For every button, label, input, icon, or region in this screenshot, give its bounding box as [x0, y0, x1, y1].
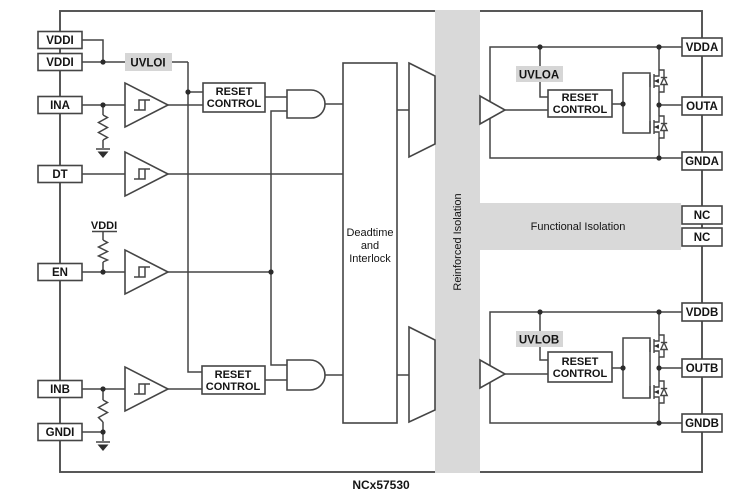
pin-label: INB — [50, 384, 70, 396]
pin-label: GNDB — [685, 418, 719, 430]
mosfet-low-side-a — [649, 115, 668, 139]
hysteresis-icon — [134, 266, 150, 278]
reset-control-line2: CONTROL — [206, 381, 261, 393]
isolation-transmitter-a — [408, 61, 436, 159]
hysteresis-icon — [134, 383, 150, 395]
mosfet-low-side-b — [649, 380, 668, 404]
uvloa-label: UVLOA — [516, 66, 563, 82]
pullup-supply-label: VDDI — [91, 220, 117, 232]
uvloa-text: UVLOA — [519, 70, 559, 82]
pin-label: NC — [694, 210, 711, 222]
reset-control-line1: RESET — [562, 356, 599, 368]
pin-gndb: GNDB — [681, 413, 723, 433]
reset-control-line2: CONTROL — [553, 104, 608, 116]
reset-control-line2: CONTROL — [553, 368, 608, 380]
ground-symbol-ina — [96, 148, 110, 158]
pin-label: GNDA — [685, 156, 719, 168]
pin-label: NC — [694, 232, 711, 244]
mosfet-high-side-a — [649, 69, 668, 93]
functional-isolation-rect — [480, 203, 681, 250]
primary-wires — [82, 39, 409, 441]
reinforced-isolation-label: Reinforced Isolation — [452, 193, 464, 290]
mosfet-high-side-b — [649, 334, 668, 358]
pin-label: DT — [52, 169, 67, 181]
reset-control-primary-b: RESET CONTROL — [201, 365, 266, 395]
reset-control-line2: CONTROL — [207, 98, 262, 110]
pin-label: VDDI — [46, 35, 73, 47]
part-number-label: NCx57530 — [352, 478, 410, 492]
pin-vddi-2: VDDI — [37, 52, 83, 72]
reset-control-secondary-b: RESET CONTROL — [547, 351, 613, 383]
receiver-buffer-a — [479, 94, 507, 126]
uvlob-label: UVLOB — [516, 331, 563, 347]
gate-drive-bus-a — [622, 72, 651, 134]
pin-label: VDDA — [686, 42, 719, 54]
functional-isolation-label: Functional Isolation — [531, 221, 626, 233]
schmitt-buffer-dt — [124, 150, 170, 198]
isolation-transmitter-b — [408, 325, 436, 424]
deadtime-label-line3: Interlock — [349, 253, 391, 265]
hysteresis-icon — [134, 168, 150, 180]
reset-control-line1: RESET — [216, 86, 253, 98]
deadtime-label-line1: Deadtime — [346, 227, 393, 239]
pullup-supply-reference: VDDI — [91, 220, 117, 233]
pin-nc-2: NC — [681, 227, 723, 247]
pin-dt: DT — [37, 164, 83, 184]
ground-symbol-gndi — [96, 441, 110, 451]
reset-control-line1: RESET — [562, 92, 599, 104]
reset-control-secondary-a: RESET CONTROL — [547, 89, 613, 118]
pin-label: INA — [50, 100, 70, 112]
pulldown-resistor-ina — [96, 114, 110, 141]
pin-label: OUTA — [686, 101, 718, 113]
pin-nc-1: NC — [681, 205, 723, 225]
pullup-resistor-en — [96, 239, 110, 263]
pin-outa: OUTA — [681, 96, 723, 116]
functional-isolation-bar: Functional Isolation — [480, 203, 681, 250]
pin-gndi: GNDI — [37, 422, 83, 442]
reset-control-primary-a: RESET CONTROL — [202, 82, 266, 113]
junction-dots — [100, 44, 662, 435]
schmitt-buffer-ina — [124, 81, 170, 129]
pin-label: GNDI — [46, 427, 75, 439]
pin-label: OUTB — [686, 363, 719, 375]
uvlob-text: UVLOB — [519, 335, 559, 347]
pulldown-resistor-inb — [96, 399, 110, 423]
pin-label: VDDB — [686, 307, 719, 319]
deadtime-interlock-block: Deadtime and Interlock — [342, 62, 398, 424]
uvloi-label: UVLOI — [125, 53, 172, 71]
and-gate-a — [286, 89, 326, 119]
pin-label: VDDI — [46, 57, 73, 69]
schmitt-buffer-inb — [124, 365, 170, 413]
reinforced-isolation-bar: Reinforced Isolation — [435, 10, 480, 473]
pin-inb: INB — [37, 379, 83, 399]
deadtime-label-line2: and — [361, 240, 379, 252]
pin-ina: INA — [37, 95, 83, 115]
reset-control-line1: RESET — [215, 369, 252, 381]
receiver-buffer-b — [479, 358, 507, 390]
pin-gnda: GNDA — [681, 151, 723, 171]
reinforced-isolation-rect — [435, 10, 480, 473]
and-gate-b — [286, 359, 326, 391]
hysteresis-icon — [134, 99, 150, 111]
pin-vddi-1: VDDI — [37, 30, 83, 50]
uvloi-text: UVLOI — [130, 58, 165, 70]
pin-en: EN — [37, 262, 83, 282]
gate-drive-bus-b — [622, 337, 651, 399]
pin-outb: OUTB — [681, 358, 723, 378]
schmitt-buffer-en — [124, 248, 170, 296]
pin-label: EN — [52, 267, 68, 279]
pin-vddb: VDDB — [681, 302, 723, 322]
pin-vdda: VDDA — [681, 37, 723, 57]
